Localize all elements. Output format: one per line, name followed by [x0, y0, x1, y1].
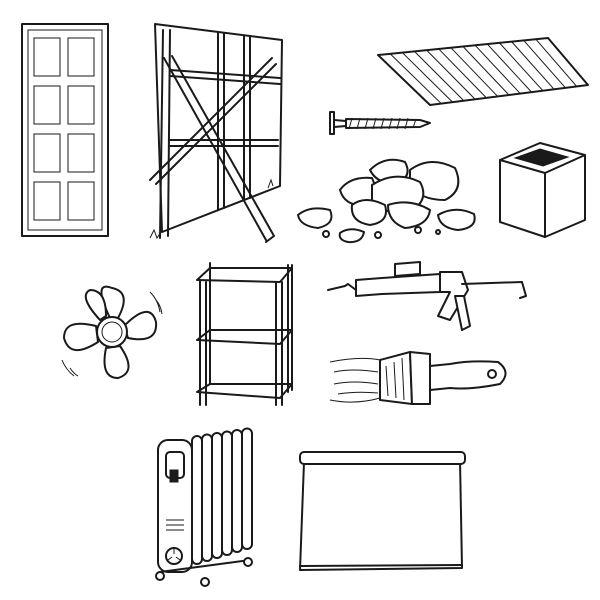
shelf-icon	[196, 262, 293, 406]
door-pane	[33, 85, 61, 125]
door-pane	[33, 37, 61, 77]
radiator-fin	[231, 429, 243, 553]
fan-icon	[61, 285, 163, 379]
sheet-ridge	[499, 42, 544, 92]
roller-blind-icon	[299, 451, 466, 571]
radiator-fin	[211, 432, 223, 559]
radiator-fin	[241, 427, 253, 550]
concrete-block-icon	[499, 142, 586, 238]
sheet-ridge	[389, 53, 442, 104]
door-pane	[67, 37, 95, 77]
sheet-ridge	[462, 46, 510, 96]
sheet-ridge	[438, 48, 487, 99]
sheet-ridge	[450, 47, 499, 97]
radiator-fin	[201, 433, 213, 562]
wooden-frame-icon	[149, 23, 283, 243]
corrugated-sheet-icon	[377, 37, 589, 106]
caulk-gun-icon	[327, 261, 527, 331]
door-icon	[21, 23, 109, 237]
screw-icon	[329, 111, 431, 135]
sheet-ridge	[426, 49, 476, 100]
door-pane	[67, 181, 95, 221]
door-pane	[33, 181, 61, 221]
sheet-ridge	[401, 52, 453, 103]
rocks-icon	[297, 158, 476, 244]
radiator-fin	[221, 430, 233, 556]
paintbrush-icon	[329, 351, 507, 405]
door-pane	[33, 133, 61, 173]
sheet-ridge	[523, 40, 566, 89]
sheet-ridge	[535, 38, 578, 87]
sheet-ridge	[474, 44, 521, 94]
door-pane	[67, 85, 95, 125]
door-pane	[67, 133, 95, 173]
sheet-ridge	[511, 41, 555, 90]
radiator-fin	[191, 435, 203, 565]
oil-radiator-icon	[155, 427, 253, 587]
sheet-ridge	[414, 51, 465, 102]
sheet-ridge	[486, 43, 532, 93]
